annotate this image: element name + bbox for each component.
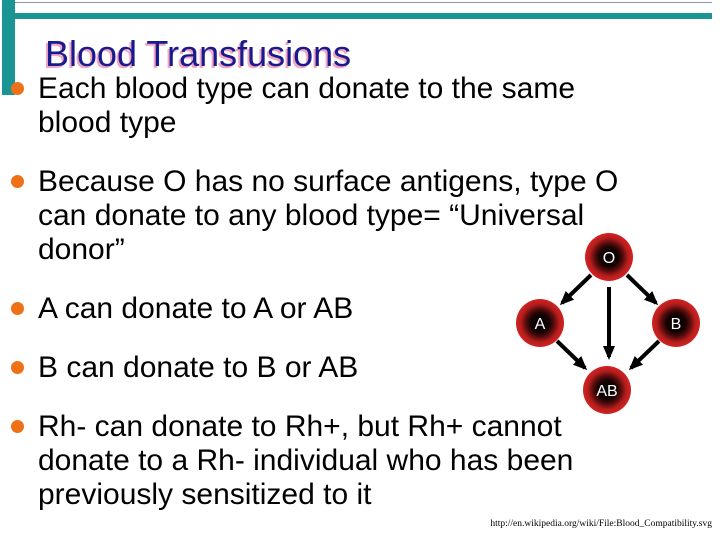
- arrow-o-to-b: [625, 273, 659, 306]
- bullet-list: Each blood type can donate to the same b…: [11, 72, 708, 537]
- bullet-line: Each blood type can donate to the same: [38, 72, 576, 105]
- source-citation: http://en.wikipedia.org/wiki/File:Blood_…: [490, 519, 712, 529]
- bullet-icon: [11, 175, 24, 188]
- bullet-line: previously sensitized to it: [38, 478, 372, 511]
- left-accent-bar: [2, 0, 15, 95]
- bullet-line: blood type: [38, 106, 177, 139]
- node-ab: [583, 366, 631, 414]
- bullet-item-4: B can donate to B or AB: [11, 351, 708, 385]
- bullet-item-2: Because O has no surface antigens, type …: [11, 165, 708, 267]
- node-o: [585, 233, 633, 281]
- node-a-label: A: [535, 316, 546, 333]
- arrow-b-to-ab: [628, 339, 661, 371]
- bullet-item-1: Each blood type can donate to the same b…: [11, 72, 708, 140]
- bullet-item-5: Rh- can donate to Rh+, but Rh+ cannot do…: [11, 410, 708, 512]
- bullet-line: Rh- can donate to Rh+, but Rh+ cannot: [38, 410, 562, 443]
- node-b-label: B: [671, 316, 682, 333]
- node-ab-label: AB: [596, 383, 617, 400]
- bullet-line: A can donate to A or AB: [38, 292, 354, 325]
- node-b: [652, 299, 700, 347]
- node-a: [516, 299, 564, 347]
- bullet-line: Because O has no surface antigens, type …: [38, 165, 619, 198]
- slide-title: Blood Transfusions: [45, 33, 352, 74]
- bullet-line: donor”: [38, 233, 125, 266]
- bullet-item-3: A can donate to A or AB: [11, 292, 708, 326]
- bullet-line: donate to a Rh- individual who has been: [38, 444, 574, 477]
- bullet-line: B can donate to B or AB: [38, 351, 359, 384]
- bullet-line: can donate to any blood type= “Universal: [38, 199, 585, 232]
- bullet-icon: [11, 361, 24, 374]
- bullet-icon: [11, 420, 24, 433]
- arrow-a-to-ab: [555, 339, 588, 371]
- top-accent-bar: [13, 13, 712, 19]
- bullet-icon: [11, 82, 24, 95]
- arrow-o-to-a: [559, 273, 593, 306]
- top-thin-line: [14, 2, 712, 3]
- node-o-label: O: [603, 250, 615, 267]
- bullet-icon: [11, 302, 24, 315]
- blood-compatibility-diagram: O A B AB: [516, 233, 700, 414]
